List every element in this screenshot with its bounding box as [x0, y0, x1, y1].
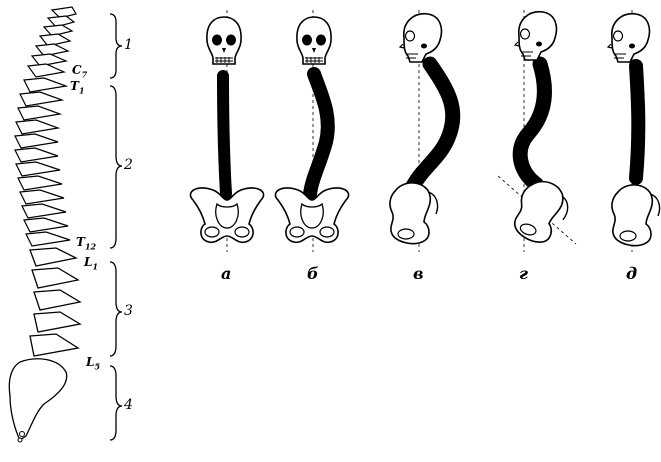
brace-3	[109, 261, 123, 357]
vertebra-label-l5: L5	[86, 355, 101, 372]
posture-caption-b: б	[307, 264, 319, 283]
posture-caption-g: г	[519, 264, 528, 283]
spine-side-view	[8, 6, 82, 443]
vertebra-label-t1: T1	[70, 79, 85, 96]
region-number-2: 2	[124, 157, 133, 173]
vertebra-label-c7: C7	[72, 63, 88, 80]
vertebra-label-t12: T12	[76, 235, 97, 252]
posture-caption-d: д	[626, 264, 638, 283]
region-number-1: 1	[124, 37, 133, 53]
vertebra-label-l1: L1	[84, 255, 99, 272]
brace-2	[109, 85, 123, 249]
posture-b-figure	[274, 10, 350, 252]
brace-4	[109, 365, 123, 441]
region-number-4: 4	[124, 397, 133, 413]
region-number-3: 3	[124, 303, 133, 319]
posture-caption-a: а	[221, 264, 232, 283]
brace-1	[109, 13, 123, 79]
posture-g-figure	[497, 10, 577, 252]
posture-d-figure	[607, 10, 661, 252]
region-braces	[109, 13, 123, 441]
posture-caption-v: в	[413, 264, 424, 283]
posture-v-figure	[389, 10, 461, 252]
posture-a-figure	[189, 10, 265, 252]
